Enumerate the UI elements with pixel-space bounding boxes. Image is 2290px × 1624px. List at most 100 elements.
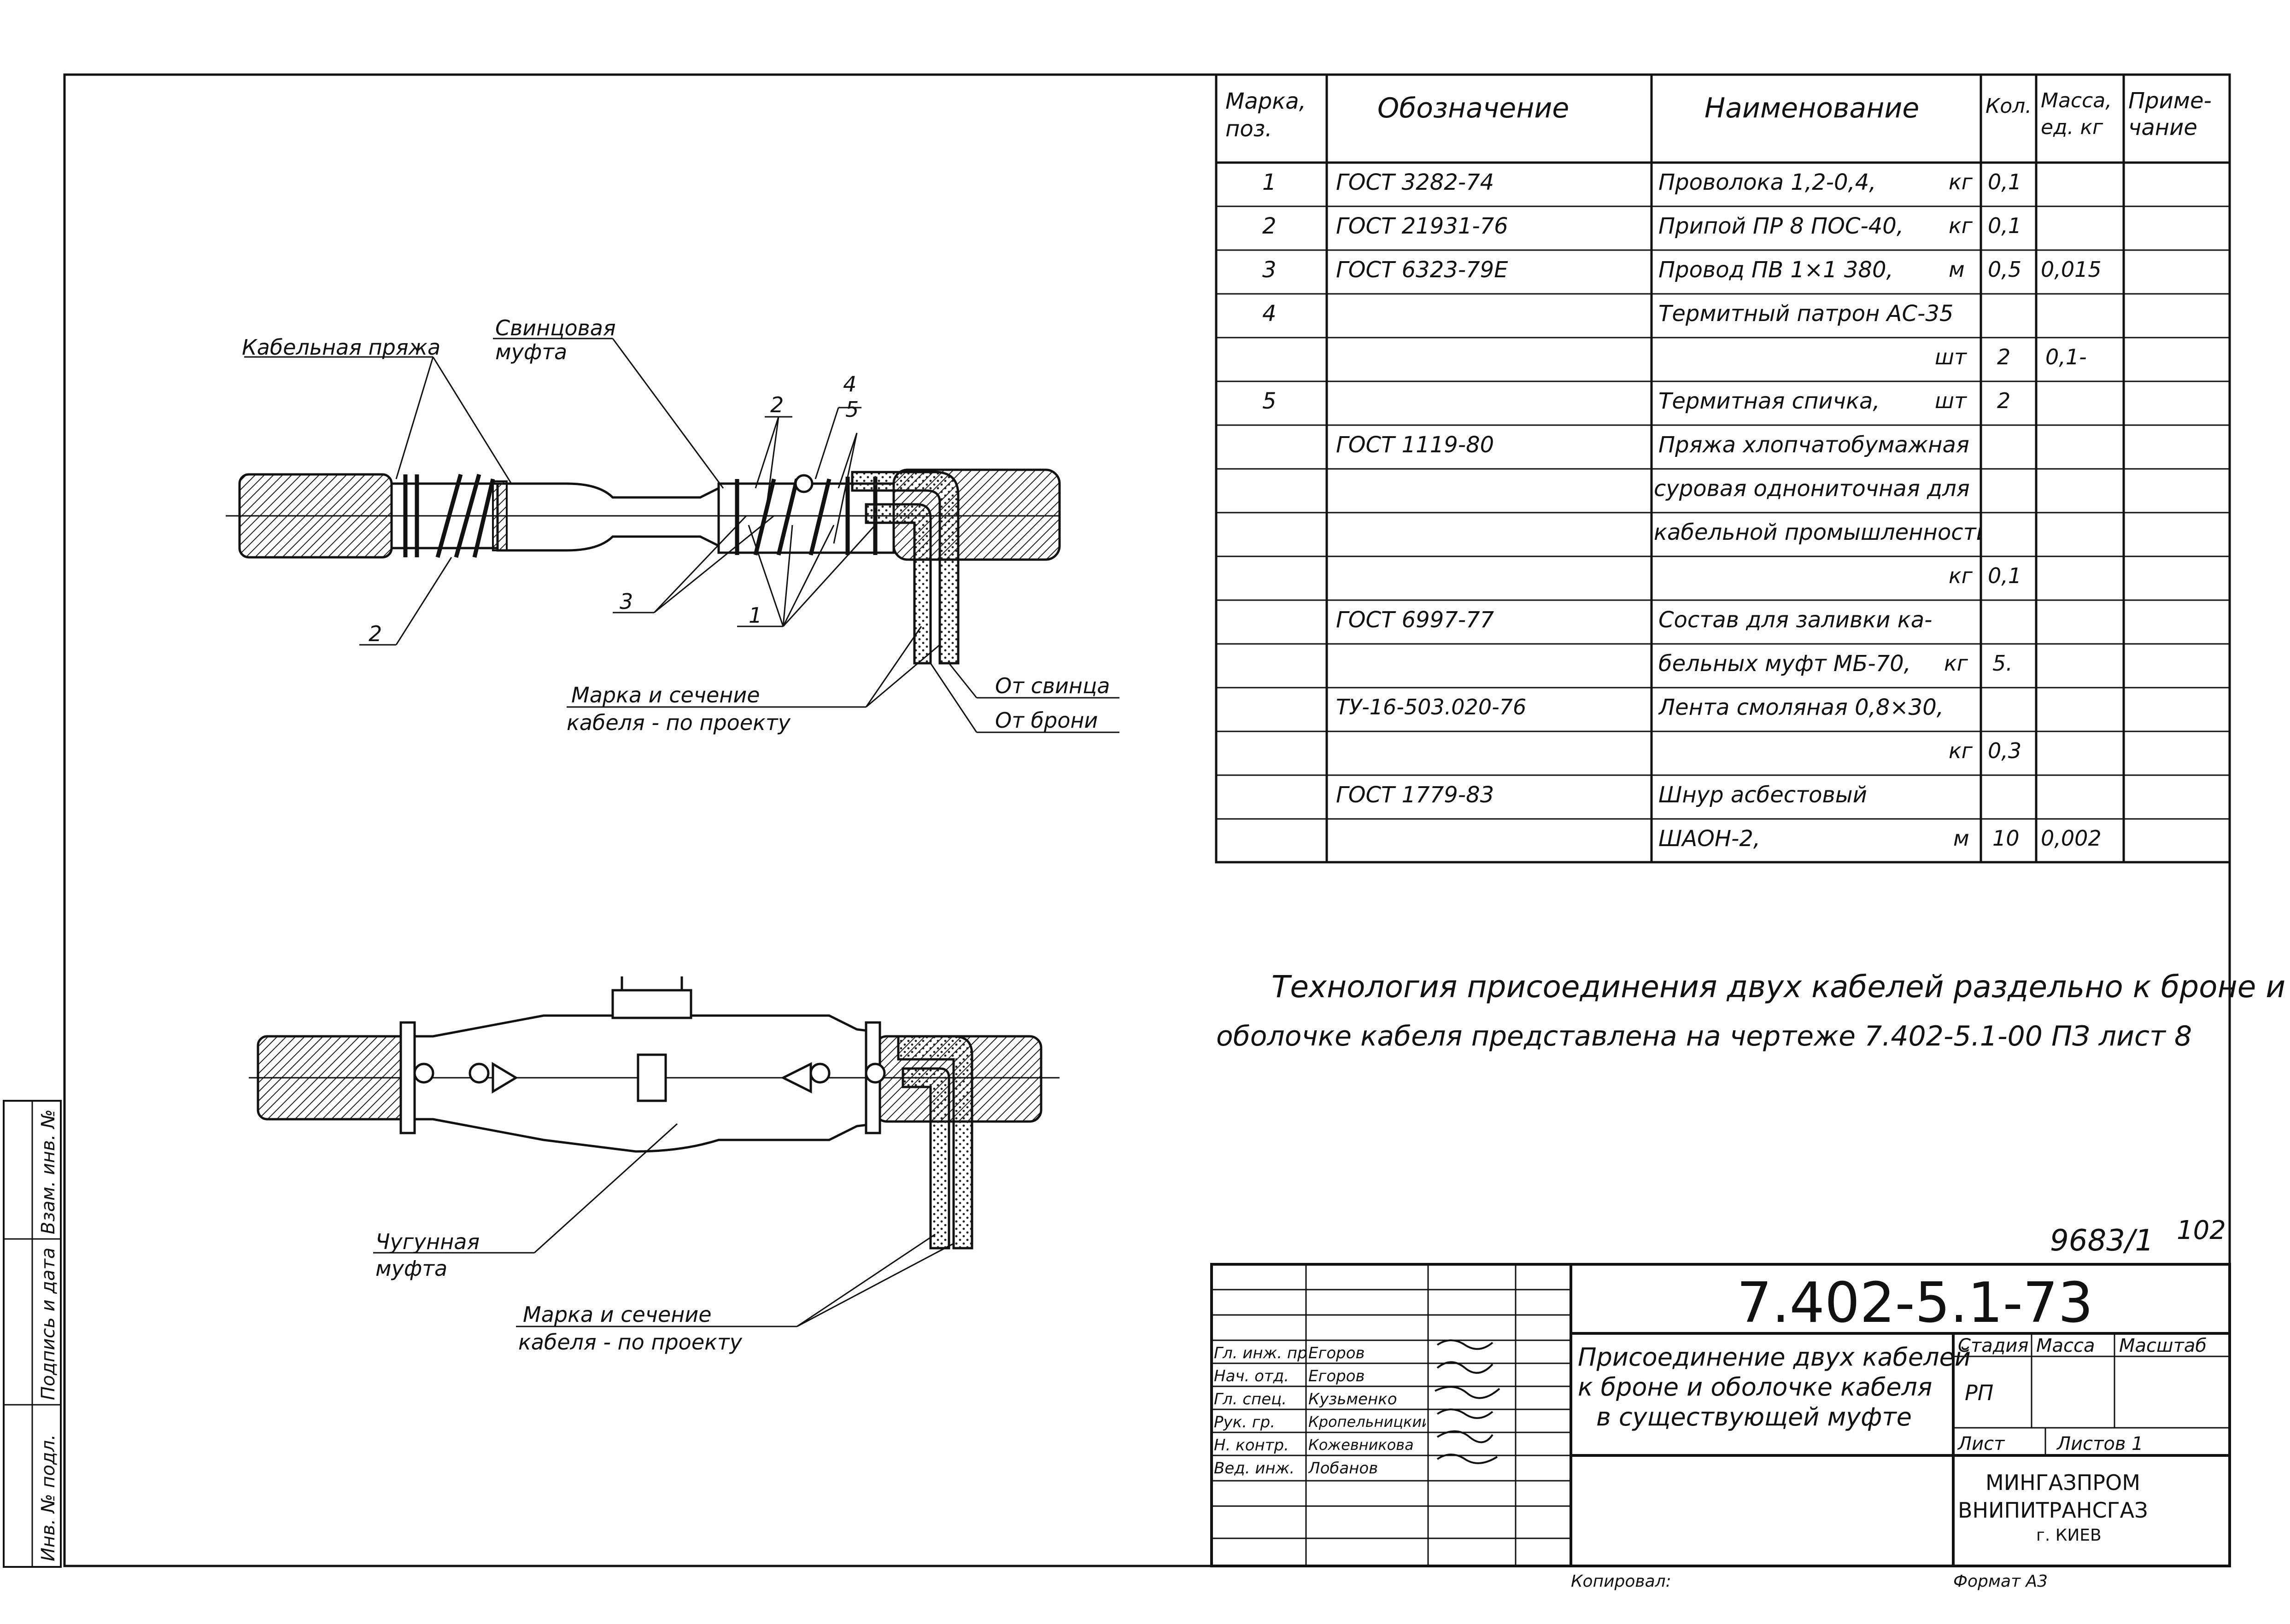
- cell-name: Шнур асбестовый: [1658, 782, 1867, 808]
- cell-name: кабельной промышленности,: [1654, 520, 1981, 545]
- cell-designation: ГОСТ 21931-76: [1336, 213, 1508, 239]
- role-label: Нач. отд.: [1214, 1367, 1289, 1385]
- role-name: Егоров: [1308, 1344, 1365, 1362]
- side-stamp-replace-no: Взам. инв. №: [38, 1109, 59, 1234]
- label-pos-2-bottom: 2: [369, 621, 382, 646]
- role-label: Вед. инж.: [1214, 1459, 1295, 1478]
- cell-qty: 0,1: [1988, 563, 2022, 588]
- cell-unit: шт: [1935, 388, 1967, 413]
- label-mark-2: кабеля - по проекту: [567, 710, 791, 735]
- org-line-3: г. КИЕВ: [2036, 1526, 2102, 1545]
- cell-name: Пряжа хлопчатобумажная: [1658, 432, 1969, 458]
- sheets-header: Листов 1: [2056, 1433, 2144, 1455]
- cell-qty: 10: [1992, 826, 2020, 851]
- cell-unit: м: [1949, 257, 1965, 282]
- cell-pos: 2: [1262, 213, 1277, 239]
- cell-designation: ГОСТ 3282-74: [1336, 169, 1494, 195]
- cell-unit: м: [1953, 826, 1969, 851]
- cell-pos: 3: [1262, 257, 1277, 283]
- copied-label: Копировал:: [1571, 1572, 1671, 1591]
- label-pos-4: 4: [843, 372, 856, 397]
- cell-name: ШАОН-2,: [1658, 826, 1761, 852]
- cell-pos: 5: [1262, 388, 1277, 414]
- header-designation: Обозначение: [1377, 92, 1570, 124]
- header-pos: Марка, поз.: [1225, 88, 1306, 142]
- label-cable-yarn: Кабельная пряжа: [242, 335, 440, 360]
- cell-qty: 0,1: [1988, 169, 2022, 194]
- title-block-grid: [1210, 1263, 2231, 1567]
- role-name: Лобанов: [1308, 1459, 1378, 1478]
- role-label: Гл. спец.: [1214, 1390, 1287, 1408]
- cell-unit: шт: [1935, 345, 1967, 369]
- cell-qty: 5.: [1992, 651, 2013, 676]
- cell-name: Состав для заливки ка-: [1658, 607, 1933, 633]
- side-stamp-inv-no: Инв. № подл.: [38, 1434, 59, 1561]
- role-label: Гл. инж. пр.: [1214, 1344, 1306, 1362]
- role-name: Кропельницкий: [1308, 1413, 1426, 1431]
- cell-unit: кг: [1949, 563, 1973, 588]
- cell-designation: ГОСТ 1779-83: [1336, 782, 1494, 808]
- label-from-armor: От брони: [995, 708, 1098, 733]
- side-stamp-signature-date: Подпись и дата: [38, 1248, 59, 1400]
- title-line-1: Присоединение двух кабелей: [1578, 1343, 1971, 1372]
- role-name: Кузьменко: [1308, 1390, 1397, 1408]
- label-pos-2-top: 2: [770, 392, 784, 417]
- scale-header: Масштаб: [2119, 1335, 2207, 1356]
- label-mark2-2: кабеля - по проекту: [518, 1330, 743, 1355]
- cell-designation: ГОСТ 1119-80: [1336, 432, 1494, 458]
- sheet-number: 102: [2177, 1215, 2226, 1245]
- drawing-1-labels: Кабельная пряжа Свинцовая муфта 2 3 2 1 …: [242, 315, 1110, 735]
- label-pos-5: 5: [845, 397, 859, 422]
- side-stamp: [3, 1100, 62, 1568]
- label-mark2-1: Марка и сечение: [523, 1302, 712, 1327]
- cell-name: Термитная спичка,: [1658, 388, 1880, 414]
- cell-designation: ГОСТ 6323-79Е: [1336, 257, 1508, 283]
- cell-name: Лента смоляная 0,8×30,: [1658, 695, 1944, 720]
- role-name: Кожевникова: [1308, 1436, 1414, 1454]
- header-note: Приме- чание: [2128, 88, 2212, 140]
- cell-mass: 0,1-: [2045, 345, 2087, 369]
- signature-marks: [1435, 1339, 1500, 1464]
- cell-name: Провод ПВ 1×1 380,: [1658, 257, 1893, 283]
- stage-value: РП: [1965, 1380, 1993, 1405]
- cell-unit: кг: [1949, 213, 1973, 238]
- label-pos-1: 1: [749, 603, 762, 628]
- cell-qty: 2: [1997, 388, 2011, 413]
- note-line-1: Технология присоединения двух кабелей ра…: [1271, 969, 2290, 1005]
- spec-table-grid: [1215, 73, 2231, 864]
- label-cast-iron-2: муфта: [375, 1256, 447, 1281]
- header-name: Наименование: [1704, 92, 1920, 124]
- cell-unit: кг: [1949, 169, 1973, 194]
- label-mark-1: Марка и сечение: [571, 683, 760, 707]
- role-name: Егоров: [1308, 1367, 1365, 1385]
- label-lead-sleeve-1: Свинцовая: [495, 315, 616, 340]
- cell-mass: 0,015: [2041, 257, 2102, 282]
- cell-designation: ГОСТ 6997-77: [1336, 607, 1494, 633]
- label-cast-iron-1: Чугунная: [375, 1229, 480, 1254]
- role-label: Н. контр.: [1214, 1436, 1289, 1455]
- drawing-2-cast-iron-joint: [249, 976, 1060, 1327]
- cell-name: Припой ПР 8 ПОС-40,: [1658, 213, 1904, 239]
- mass-header: Масса: [2036, 1335, 2095, 1356]
- org-line-2: ВНИПИТРАНСГАЗ: [1958, 1498, 2148, 1523]
- stage-header: Стадия: [1958, 1335, 2028, 1356]
- cell-qty: 2: [1997, 345, 2011, 369]
- drawing-1-cable-joint: [226, 338, 1119, 733]
- cell-mass: 0,002: [2041, 826, 2102, 851]
- cell-pos: 4: [1262, 301, 1277, 327]
- cell-pos: 1: [1262, 169, 1277, 195]
- label-from-lead: От свинца: [995, 673, 1110, 698]
- cell-qty: 0,3: [1988, 738, 2022, 763]
- format-label: Формат А3: [1953, 1572, 2048, 1591]
- cell-designation: ТУ-16-503.020-76: [1336, 695, 1527, 719]
- side-stamp-labels: Инв. № подл. Подпись и дата Взам. инв. №: [38, 1109, 59, 1561]
- header-qty: Кол.: [1985, 94, 2032, 118]
- doc-code: 7.402-5.1-73: [1737, 1271, 2093, 1335]
- drawing-2-labels: Чугунная муфта Марка и сечение кабеля - …: [375, 1229, 743, 1355]
- title-line-2: к броне и оболочке кабеля: [1578, 1373, 1932, 1402]
- cell-name: суровая однониточная для: [1654, 476, 1970, 502]
- cell-name: Термитный патрон АС-35: [1658, 301, 1954, 327]
- cell-qty: 0,5: [1988, 257, 2022, 282]
